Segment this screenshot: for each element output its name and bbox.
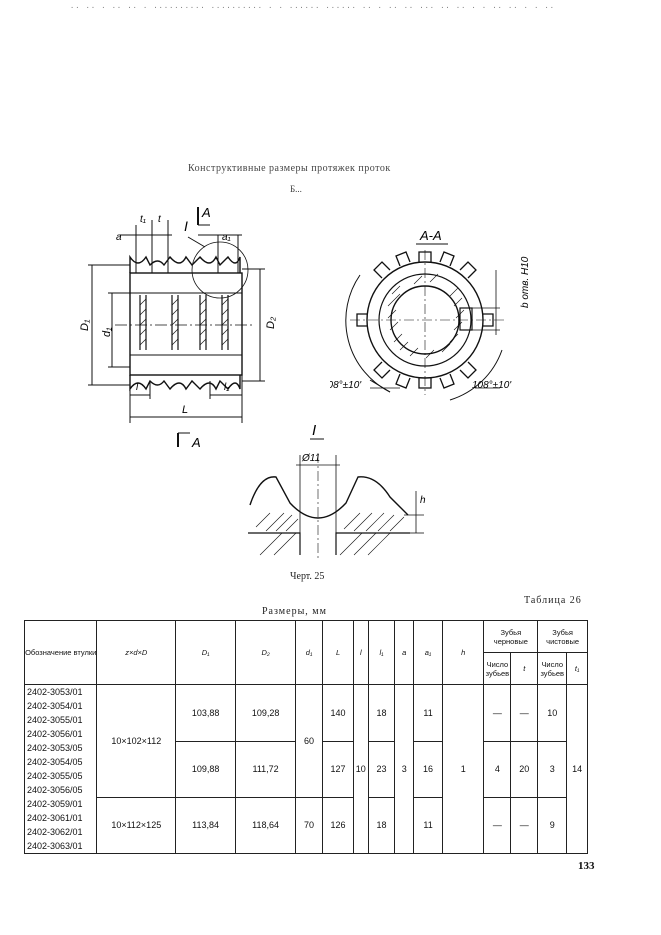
- dim-a: a: [116, 232, 122, 243]
- cell-L-3: 126: [322, 796, 355, 854]
- cell-l1-3: 18: [367, 796, 396, 854]
- dim-b: b отв. Н10: [520, 256, 531, 308]
- cell-rough-n-3: —: [483, 796, 512, 854]
- header-rough-count: Число зубьев: [483, 652, 512, 685]
- cell-a: 3: [394, 684, 415, 854]
- table-row-code: 2402-3056/01: [23, 727, 98, 741]
- section-label: А-А: [419, 228, 442, 243]
- page-number: 133: [578, 860, 595, 872]
- table-row-code: 2402-3053/01: [23, 684, 98, 699]
- dim-t: t: [158, 214, 162, 225]
- table-row-code: 2402-3055/05: [23, 769, 98, 783]
- view-mark-top: А: [201, 205, 211, 220]
- cell-D1-3: 113,84: [175, 796, 237, 854]
- cell-h: 1: [442, 684, 485, 854]
- cell-a1-3: 11: [413, 796, 444, 854]
- table-row-code: 2402-3063/01: [23, 839, 98, 854]
- drawing-title: Конструктивные размеры протяжек проток: [188, 163, 391, 174]
- cell-finish-n-2: 3: [537, 740, 568, 798]
- table-row-code: 2402-3055/01: [23, 713, 98, 727]
- header-t1: t₁: [566, 652, 588, 685]
- angle-left: 108°±10': [330, 380, 362, 391]
- table-row-code: 2402-3061/01: [23, 811, 98, 825]
- table-row-code: 2402-3059/01: [23, 797, 98, 811]
- table-row-code: 2402-3054/05: [23, 755, 98, 769]
- header-L: L: [322, 620, 355, 685]
- dim-D2: D₂: [265, 316, 277, 329]
- cell-zdD-2: 10×112×125: [96, 796, 177, 854]
- dim-l: l: [136, 382, 139, 393]
- cell-a1-1: 11: [413, 684, 444, 741]
- dim-D1: D₁: [79, 319, 91, 331]
- cell-zdD-1: 10×102×112: [96, 684, 177, 798]
- header-a: a: [394, 620, 415, 685]
- header-finish: Зубья чистовые: [537, 620, 588, 653]
- detail-mark: I: [184, 218, 188, 234]
- drawing-subtitle: Б...: [290, 184, 302, 194]
- dim-L: L: [182, 404, 188, 416]
- view-mark-bottom: А: [191, 435, 201, 450]
- header-d1: d₁: [295, 620, 324, 685]
- cell-finish-n-3: 9: [537, 796, 568, 854]
- header-scan-noise: ·· ·· · ·· ·· · ·········· ·········· · …: [70, 4, 555, 12]
- header-code: Обозначение втулки: [23, 620, 98, 685]
- cell-l1-2: 23: [367, 740, 396, 798]
- cell-rough-n-2: 4: [483, 740, 512, 798]
- cell-D2-2: 111,72: [235, 740, 297, 798]
- cell-a1-2: 16: [413, 740, 444, 798]
- cell-L-1: 140: [322, 684, 355, 741]
- dim-l1: l₁: [224, 382, 229, 393]
- cell-rough-t-3: —: [510, 796, 539, 854]
- header-D2: D₂: [235, 620, 297, 685]
- header-a1: a₁: [413, 620, 444, 685]
- dim-t1: t₁: [140, 214, 146, 225]
- table-units: Размеры, мм: [262, 606, 327, 617]
- dim-h: h: [420, 495, 426, 506]
- bushing-side-view: А I a t₁ t a₁ D₁ d₁ D₂ l l₁ L А: [79, 205, 277, 450]
- cell-D1-1: 103,88: [175, 684, 237, 741]
- header-rough-t: t: [510, 652, 539, 685]
- table-row-code: 2402-3056/05: [23, 783, 98, 797]
- header-finish-count: Число зубьев: [537, 652, 568, 685]
- header-zdD: z×d×D: [96, 620, 177, 685]
- cell-D1-2: 109,88: [175, 740, 237, 798]
- table-row-code: 2402-3062/01: [23, 825, 98, 839]
- table-label: Таблица 26: [524, 595, 582, 606]
- cell-D2-3: 118,64: [235, 796, 297, 854]
- detail-title: I: [312, 422, 316, 439]
- header-h: h: [442, 620, 485, 685]
- dim-dia11: Ø11: [301, 453, 320, 464]
- cell-l: 10: [353, 684, 369, 854]
- header-rough: Зубья черновые: [483, 620, 539, 653]
- dimensions-table: Обозначение втулки z×d×D D₁ D₂ d₁ L l l₁…: [23, 620, 588, 854]
- header-l1: l₁: [367, 620, 396, 685]
- cell-d1-2: 70: [295, 796, 324, 854]
- cell-t1: 14: [566, 684, 588, 854]
- cell-D2-1: 109,28: [235, 684, 297, 741]
- cell-rough-t-1: —: [510, 684, 539, 741]
- angle-right: 108°±10': [472, 380, 512, 391]
- cell-rough-n-1: —: [483, 684, 512, 741]
- header-D1: D₁: [175, 620, 237, 685]
- cell-finish-n-1: 10: [537, 684, 568, 741]
- cell-d1-1: 60: [295, 684, 324, 798]
- cell-rough-t-2: 20: [510, 740, 539, 798]
- cell-L-2: 127: [322, 740, 355, 798]
- detail-I-view: I Ø11 h: [248, 422, 426, 560]
- drawing-caption: Черт. 25: [290, 571, 325, 582]
- section-aa-view: А-А: [330, 228, 531, 401]
- cell-l1-1: 18: [367, 684, 396, 741]
- header-l: l: [353, 620, 369, 685]
- dim-a1: a₁: [222, 232, 231, 243]
- dim-d1: d₁: [101, 327, 113, 337]
- table-row-code: 2402-3053/05: [23, 741, 98, 755]
- table-row-code: 2402-3054/01: [23, 699, 98, 713]
